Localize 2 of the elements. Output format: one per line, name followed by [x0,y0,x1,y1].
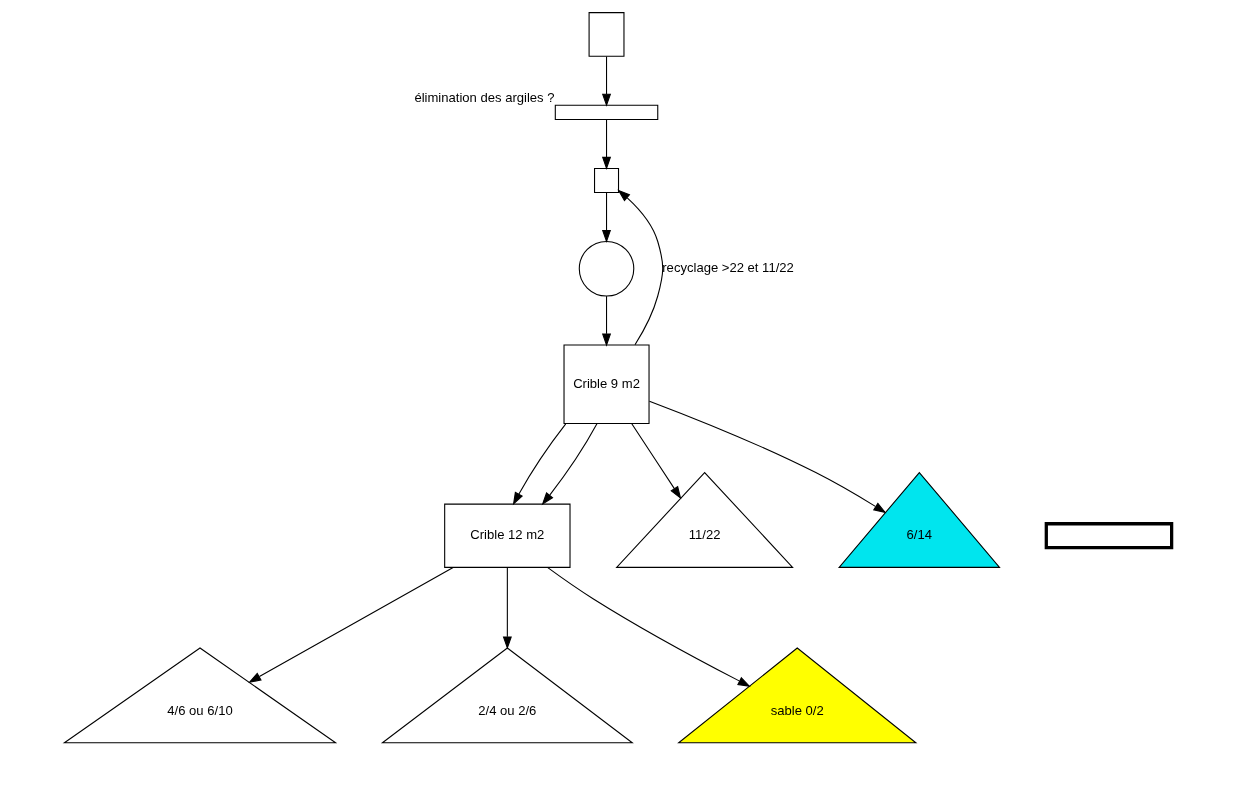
edge-label: recyclage >22 et 11/22 [662,260,794,276]
node-label: élimination des argiles ? [414,89,555,105]
